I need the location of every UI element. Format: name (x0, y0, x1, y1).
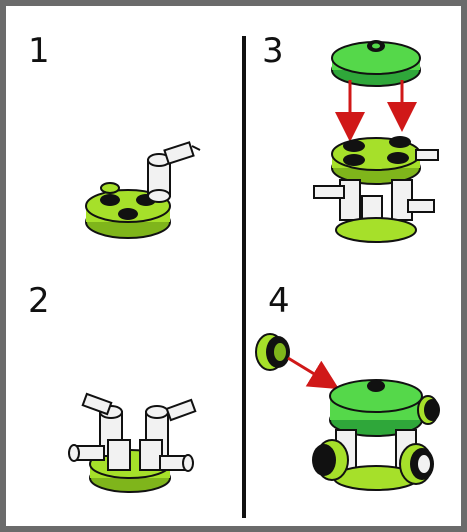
step-2-illustration (69, 394, 195, 492)
step-4-illustration (256, 334, 440, 490)
step-3-illustration (314, 40, 438, 242)
step-1-illustration (86, 142, 200, 238)
arrow-icon (288, 358, 334, 386)
